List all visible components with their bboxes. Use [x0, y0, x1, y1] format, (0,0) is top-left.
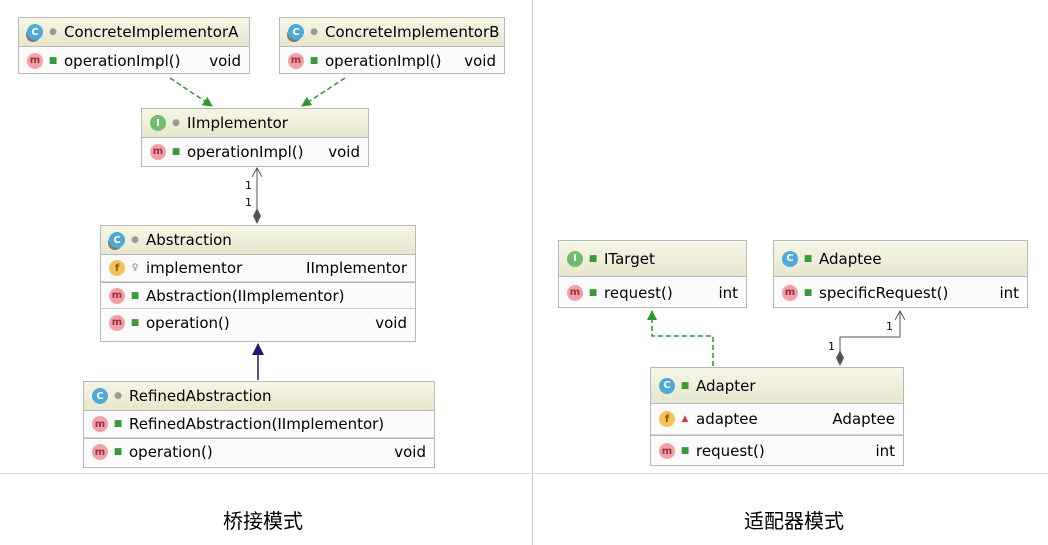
constructor-name: RefinedAbstraction(IImplementor) [129, 415, 385, 433]
interface-name: IImplementor [187, 114, 288, 132]
interface-name: ITarget [604, 249, 655, 268]
package-visibility-icon: ● [114, 391, 122, 401]
interface-icon: I [150, 115, 166, 131]
abstract-class-icon: C [288, 24, 304, 40]
method-name: operationImpl() [64, 51, 181, 70]
multiplicity-top: 1 [245, 179, 252, 192]
interface-iimplementor[interactable]: I ● IImplementor m ■ operationImpl() void [141, 108, 369, 167]
method-icon: m [92, 444, 108, 460]
public-visibility-icon: ■ [803, 253, 813, 264]
package-visibility-icon: ● [310, 27, 318, 37]
method-icon: m [109, 314, 125, 331]
public-visibility-icon: ■ [171, 146, 181, 157]
field-name: implementor [146, 259, 243, 277]
class-name: Adapter [696, 376, 756, 395]
method-icon: m [782, 284, 798, 301]
public-visibility-icon: ■ [680, 446, 690, 456]
method-icon: m [27, 52, 43, 69]
method-type: void [394, 443, 426, 461]
panel-divider [532, 0, 533, 545]
class-name: ConcreteImplementorB [325, 23, 500, 41]
realization-a-to-implementor [169, 77, 213, 107]
realization-b-to-implementor [301, 77, 346, 107]
method-type: void [375, 313, 407, 332]
public-visibility-icon: ■ [113, 419, 123, 429]
public-visibility-icon: ■ [803, 287, 813, 298]
method-icon: m [109, 287, 125, 304]
class-name: Abstraction [146, 231, 232, 249]
field-type: IImplementor [306, 259, 407, 277]
class-icon: C [659, 377, 675, 394]
caption-separator [0, 473, 1048, 474]
class-icon: C [782, 250, 798, 267]
method-type: int [999, 283, 1019, 302]
aggregation-diamond-right [836, 350, 844, 366]
class-name: ConcreteImplementorA [64, 23, 239, 41]
public-visibility-icon: ■ [309, 55, 319, 66]
method-name: operation() [129, 443, 213, 461]
class-adaptee[interactable]: C ■ Adaptee m ■ specificRequest() int [773, 240, 1028, 308]
class-concrete-implementor-a[interactable]: C ● ConcreteImplementorA m ■ operationImpl()… [18, 17, 250, 74]
public-visibility-icon: ■ [680, 380, 690, 391]
method-icon: m [150, 143, 166, 160]
method-icon: m [288, 52, 304, 69]
class-name: Adaptee [819, 249, 882, 268]
interface-itarget[interactable]: I ■ ITarget m ■ request() int [558, 240, 747, 308]
method-name: operationImpl() [325, 51, 442, 70]
multiplicity-source: 1 [828, 340, 835, 353]
method-type: void [209, 51, 241, 70]
method-icon: m [659, 443, 675, 459]
constructor-name: Abstraction(IImplementor) [146, 286, 345, 305]
method-type: void [328, 142, 360, 161]
caption-bridge-pattern: 桥接模式 [223, 509, 303, 533]
method-type: int [875, 442, 895, 460]
public-visibility-icon: ■ [130, 290, 140, 301]
method-name: operation() [146, 313, 230, 332]
public-visibility-icon: ■ [113, 447, 123, 457]
class-refined-abstraction[interactable]: C ● RefinedAbstraction m ■ RefinedAbstractio… [83, 381, 435, 468]
association-adapter-to-adaptee [839, 311, 900, 352]
field-type: Adaptee [832, 410, 895, 428]
field-name: adaptee [696, 410, 758, 428]
private-visibility-icon: ▲ [681, 414, 689, 424]
caption-adapter-pattern: 适配器模式 [744, 509, 844, 533]
method-name: request() [604, 283, 673, 302]
public-visibility-icon: ■ [588, 287, 598, 298]
method-name: request() [696, 442, 765, 460]
method-type: int [718, 283, 738, 302]
class-name: RefinedAbstraction [129, 387, 272, 405]
interface-icon: I [567, 250, 583, 267]
public-visibility-icon: ■ [48, 55, 58, 66]
field-icon: f [109, 260, 125, 276]
public-visibility-icon: ■ [130, 317, 140, 328]
method-icon: m [92, 416, 108, 432]
class-adapter[interactable]: C ■ Adapter f ▲ adaptee Adaptee m ■ request() in… [650, 367, 904, 466]
aggregation-diamond-left [253, 208, 261, 224]
multiplicity-target: 1 [886, 320, 893, 333]
method-icon: m [567, 284, 583, 301]
class-icon: C [92, 388, 108, 404]
class-concrete-implementor-b[interactable]: C ● ConcreteImplementorB m ■ operationImpl()… [279, 17, 505, 74]
method-name: specificRequest() [819, 283, 949, 302]
abstract-class-icon: C [27, 24, 43, 40]
realization-adapter-to-itarget [647, 310, 714, 366]
package-visibility-icon: ● [49, 27, 57, 37]
protected-visibility-icon: ♀ [131, 263, 139, 273]
method-type: void [464, 51, 496, 70]
abstract-class-icon: C [109, 232, 125, 248]
multiplicity-bottom: 1 [245, 196, 252, 209]
public-visibility-icon: ■ [588, 253, 598, 264]
package-visibility-icon: ● [172, 118, 180, 128]
field-icon: f [659, 411, 675, 427]
method-name: operationImpl() [187, 142, 304, 161]
package-visibility-icon: ● [131, 235, 139, 245]
